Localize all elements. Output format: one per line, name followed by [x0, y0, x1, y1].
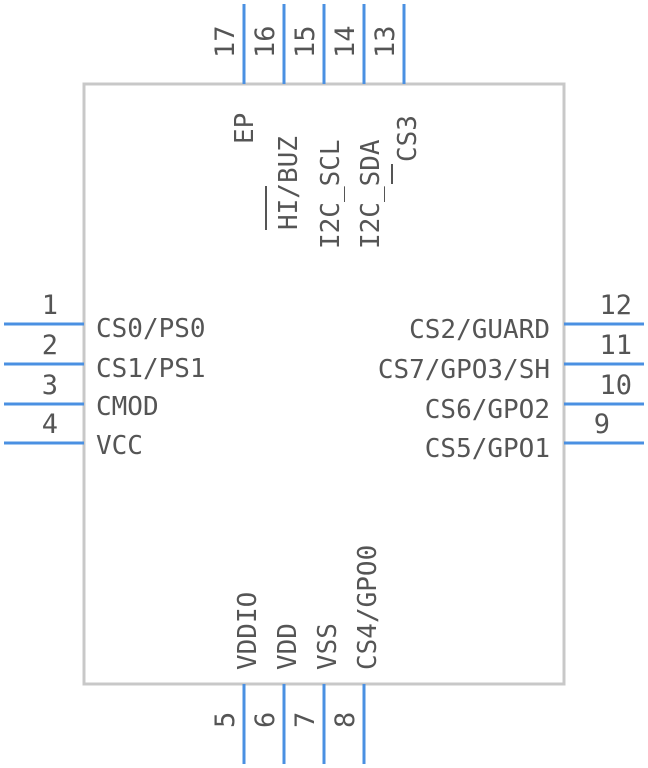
pin-3: 3 CMOD [4, 370, 159, 422]
pin-6-number: 6 [250, 712, 281, 728]
pin-17-name: EP [230, 113, 260, 144]
pin-6-name: VDD [273, 623, 303, 670]
pin-13: 13 CS3 [370, 4, 423, 184]
pin-4-name: VCC [96, 431, 143, 461]
pin-10: 10 CS6/GPO2 [425, 370, 644, 425]
pin-16: 16 HI/BUZ [250, 4, 304, 230]
pin-8-name: CS4/GPO0 [353, 545, 383, 670]
pin-15: 15 I2C_SCL [290, 4, 346, 249]
pin-7-number: 7 [290, 712, 321, 728]
pin-8: 8 CS4/GPO0 [330, 545, 383, 764]
pin-1-number: 1 [42, 290, 58, 321]
pin-7: 7 VSS [290, 623, 343, 764]
pin-15-number: 15 [290, 25, 321, 58]
pin-5-number: 5 [210, 712, 241, 728]
pin-6: 6 VDD [250, 623, 303, 764]
pin-9: 9 CS5/GPO1 [425, 409, 644, 464]
pin-17-number: 17 [210, 25, 241, 58]
pin-8-number: 8 [330, 712, 361, 728]
pin-3-number: 3 [42, 370, 58, 401]
pin-11-number: 11 [599, 330, 632, 361]
pin-14-name: I2C_SDA [356, 139, 386, 249]
pin-10-number: 10 [599, 370, 632, 401]
pin-1-name: CS0/PS0 [96, 314, 206, 344]
pin-12-number: 12 [599, 290, 632, 321]
pin-11-name: CS7/GPO3/SH [378, 355, 550, 385]
pin-2: 2 CS1/PS1 [4, 330, 206, 384]
pin-16-number: 16 [250, 25, 281, 58]
pin-16-name: HI/BUZ [274, 136, 304, 230]
pin-9-number: 9 [594, 409, 610, 440]
pin-5: 5 VDDIO [210, 592, 263, 764]
pin-12: 12 CS2/GUARD [409, 290, 644, 345]
pin-13-name: CS3 [393, 115, 423, 162]
pin-10-name: CS6/GPO2 [425, 395, 550, 425]
pin-15-name: I2C_SCL [316, 139, 346, 249]
pin-4: 4 VCC [4, 409, 143, 461]
pin-4-number: 4 [42, 409, 58, 440]
pin-1: 1 CS0/PS0 [4, 290, 206, 344]
pin-14: 14 I2C_SDA [330, 4, 386, 249]
pin-5-name: VDDIO [233, 592, 263, 670]
pin-13-number: 13 [370, 25, 401, 58]
pin-11: 11 CS7/GPO3/SH [378, 330, 644, 385]
pin-17: 17 EP [210, 4, 260, 144]
pin-14-number: 14 [330, 25, 361, 58]
pin-12-name: CS2/GUARD [409, 315, 550, 345]
pin-2-number: 2 [42, 330, 58, 361]
pin-7-name: VSS [313, 623, 343, 670]
pin-3-name: CMOD [96, 392, 159, 422]
pin-2-name: CS1/PS1 [96, 354, 206, 384]
pin-9-name: CS5/GPO1 [425, 434, 550, 464]
